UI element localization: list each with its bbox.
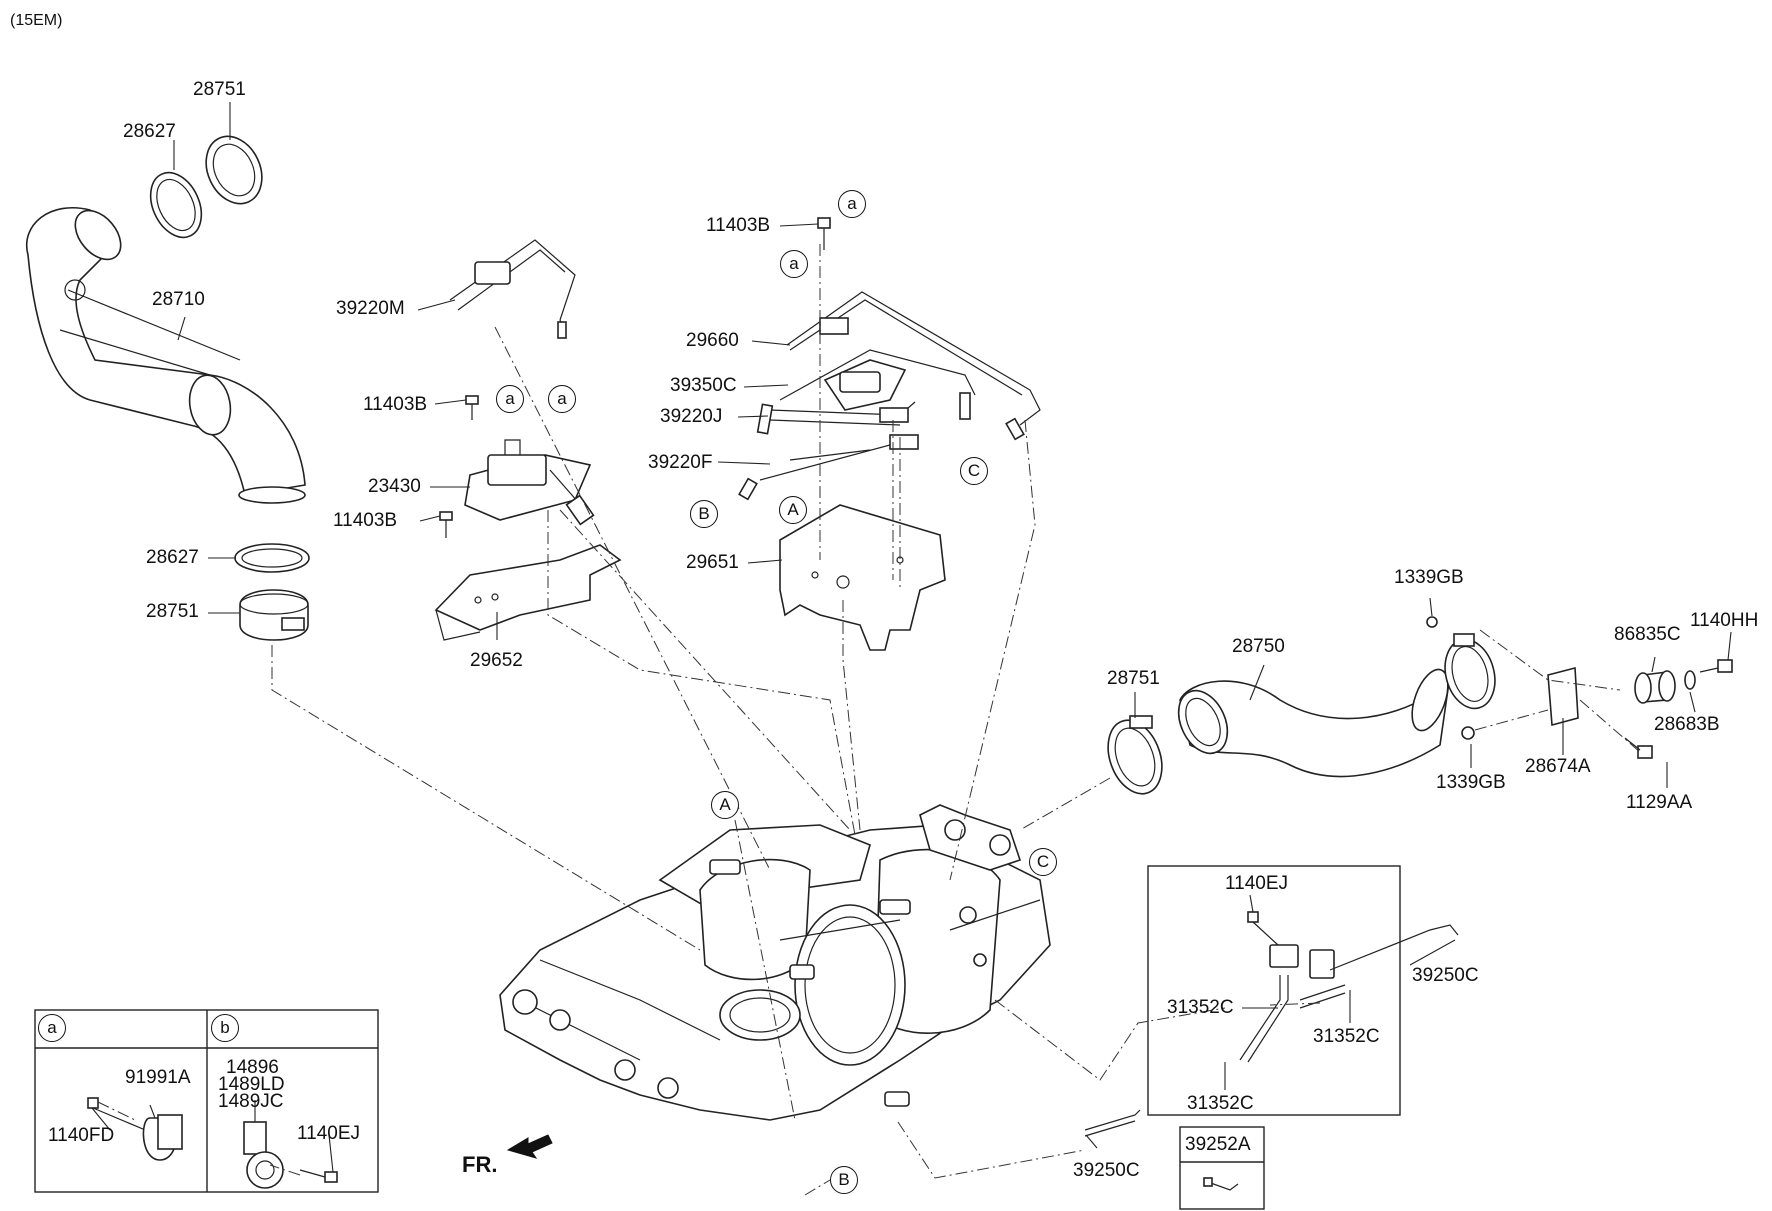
ref-B-marker-1: B bbox=[690, 500, 718, 528]
label-11403B-b: 11403B bbox=[333, 510, 398, 531]
clamp-28751-left bbox=[239, 589, 309, 641]
bolt-1140HH bbox=[1699, 659, 1733, 673]
hanger-28674A bbox=[1547, 666, 1579, 727]
leader-lines bbox=[91, 102, 1732, 1173]
ref-a-marker-2: a bbox=[780, 250, 808, 278]
ref-C-marker-2: C bbox=[1029, 848, 1057, 876]
label-39350C: 39350C bbox=[670, 375, 737, 396]
bracket-29651 bbox=[779, 504, 946, 651]
bolt-11403B-upper bbox=[465, 395, 479, 420]
label-1140EJ-box: 1140EJ bbox=[1225, 873, 1289, 894]
ref-B-marker-2: B bbox=[830, 1166, 858, 1194]
label-14896: 14896 bbox=[226, 1057, 279, 1078]
gasket-28627-top bbox=[149, 171, 203, 239]
clamp-28751-right bbox=[1107, 715, 1163, 795]
front-label: FR. bbox=[462, 1152, 498, 1177]
label-28750: 28750 bbox=[1232, 636, 1285, 657]
label-31352C-c: 31352C bbox=[1187, 1093, 1254, 1114]
label-1339GB-bottom: 1339GB bbox=[1436, 772, 1506, 793]
clip-39252A bbox=[1207, 1181, 1239, 1191]
gasket-28627-bottom bbox=[234, 543, 310, 573]
tube-39250C-lower bbox=[1084, 1109, 1141, 1131]
ref-a-marker-4: a bbox=[548, 385, 576, 413]
label-28627-bottom: 28627 bbox=[146, 547, 199, 568]
label-28751-top: 28751 bbox=[193, 79, 246, 100]
ref-a-marker-1: a bbox=[838, 190, 866, 218]
legend-a-marker: a bbox=[38, 1014, 66, 1042]
isolator-86835C bbox=[1634, 670, 1676, 704]
clamp-28751-top bbox=[205, 135, 263, 205]
label-1140FD: 1140FD bbox=[48, 1125, 115, 1146]
label-39250C-a: 39250C bbox=[1412, 965, 1479, 986]
clip-91991A bbox=[87, 1097, 183, 1161]
ref-A-marker-1: A bbox=[779, 496, 807, 524]
bolt-11403B-lower bbox=[439, 511, 453, 538]
label-39250C-b: 39250C bbox=[1073, 1160, 1140, 1181]
ref-a-marker-3: a bbox=[496, 385, 524, 413]
label-39220J: 39220J bbox=[660, 406, 723, 427]
label-23430: 23430 bbox=[368, 476, 421, 497]
sensor-39220M bbox=[449, 239, 576, 339]
washer-28683B bbox=[1684, 670, 1696, 690]
legend-box-39252A bbox=[1179, 1126, 1265, 1210]
label-1129AA: 1129AA bbox=[1626, 792, 1693, 813]
legend-b-marker: b bbox=[211, 1014, 239, 1042]
label-31352C-b: 31352C bbox=[1313, 1026, 1380, 1047]
label-1339GB-top: 1339GB bbox=[1394, 567, 1464, 588]
label-29651: 29651 bbox=[686, 552, 739, 573]
label-86835C: 86835C bbox=[1614, 624, 1681, 645]
bracket-29652 bbox=[434, 544, 622, 641]
label-29660: 29660 bbox=[686, 330, 739, 351]
bolt-1129AA bbox=[1624, 737, 1653, 759]
label-31352C-a: 31352C bbox=[1167, 997, 1234, 1018]
label-11403B-a: 11403B bbox=[363, 394, 428, 415]
tube-39250C-upper bbox=[1329, 924, 1459, 971]
reference-lines bbox=[97, 244, 1641, 1196]
dpf-assembly bbox=[499, 804, 1051, 1121]
sensor-wiring bbox=[738, 291, 1041, 501]
hose-bracket-1140EJ bbox=[1247, 911, 1335, 979]
ref-C-marker-1: C bbox=[960, 457, 988, 485]
label-28710: 28710 bbox=[152, 289, 205, 310]
hose-31352C bbox=[1239, 975, 1281, 1061]
label-28751-left: 28751 bbox=[146, 601, 199, 622]
label-39220M: 39220M bbox=[336, 298, 405, 319]
label-91991A: 91991A bbox=[125, 1067, 191, 1088]
parts-box-31352C bbox=[1147, 865, 1401, 1116]
label-28683B: 28683B bbox=[1654, 714, 1720, 735]
intake-pipe-28710 bbox=[25, 207, 306, 504]
label-29652: 29652 bbox=[470, 650, 523, 671]
label-28751-right: 28751 bbox=[1107, 668, 1160, 689]
sensor-39350C bbox=[823, 359, 907, 411]
clamp-1339GB bbox=[1426, 616, 1496, 740]
front-arrow-icon bbox=[506, 1134, 553, 1159]
label-28674A: 28674A bbox=[1525, 756, 1591, 777]
ref-A-marker-2: A bbox=[711, 791, 739, 819]
model-code: (15EM) bbox=[10, 12, 63, 29]
label-1489JC: 1489JC bbox=[218, 1091, 284, 1112]
label-28627-top: 28627 bbox=[123, 121, 176, 142]
clip-14896 bbox=[243, 1121, 338, 1189]
label-39252A: 39252A bbox=[1185, 1134, 1251, 1155]
label-1140HH: 1140HH bbox=[1690, 610, 1759, 631]
label-1489LD: 1489LD bbox=[218, 1074, 285, 1095]
pipe-28750 bbox=[1177, 668, 1452, 778]
label-1140EJ-legend: 1140EJ bbox=[297, 1123, 361, 1144]
label-39220F: 39220F bbox=[648, 452, 713, 473]
label-11403B-c: 11403B bbox=[706, 215, 771, 236]
bolt-11403B-center bbox=[817, 217, 831, 250]
